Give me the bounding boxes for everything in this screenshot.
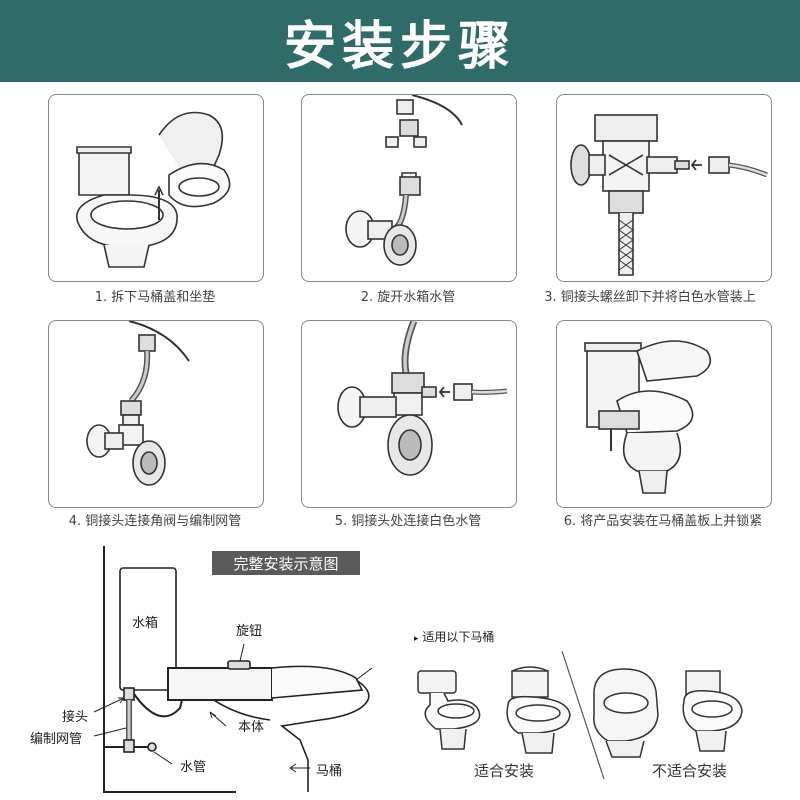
full-install-diagram <box>93 546 373 793</box>
label-water-pipe: 水管 <box>180 760 207 775</box>
step-4-caption: 4. 铜接头连接角阀与编制网管 <box>68 514 242 529</box>
mount-product-illustration <box>584 340 712 494</box>
step-1-caption: 1. 拆下马桶盖和坐垫 <box>94 290 216 305</box>
label-tank: 水箱 <box>132 616 159 631</box>
step-2-caption: 2. 旋开水箱水管 <box>360 290 456 305</box>
step-2-panel <box>301 94 517 282</box>
label-connector: 接头 <box>62 710 89 725</box>
step-6-panel <box>556 320 772 508</box>
step-3-panel <box>556 94 772 282</box>
label-knob: 旋钮 <box>236 624 263 639</box>
step-3-caption: 3. 铜接头螺丝卸下并将白色水管装上 <box>544 290 756 305</box>
arrow-right-icon: ▸ <box>414 634 419 644</box>
tank-hose-illustration <box>345 95 463 266</box>
label-braided-hose: 编制网管 <box>30 732 83 747</box>
step-6-caption: 6. 将产品安装在马桶盖板上并锁紧 <box>563 514 763 529</box>
step-1-panel <box>48 94 264 282</box>
label-toilet: 马桶 <box>316 764 343 779</box>
page-title: 安装步骤 <box>283 16 516 77</box>
copper-connector-illustration <box>570 114 768 276</box>
compat-heading-row: ▸ 适用以下马桶 <box>414 628 494 645</box>
diagram-title: 完整安装示意图 <box>212 551 360 575</box>
unsuitable-label: 不适合安装 <box>652 762 728 780</box>
compat-heading: 适用以下马桶 <box>422 630 495 644</box>
step-5-caption: 5. 铜接头处连接白色水管 <box>334 514 482 529</box>
white-hose-illustration <box>337 321 508 476</box>
label-body: 本体 <box>238 720 265 735</box>
suitable-label: 适合安装 <box>474 762 535 780</box>
toilet-types-illustration <box>417 650 743 780</box>
toilet-removal-illustration <box>76 111 231 268</box>
step-5-panel <box>301 320 517 508</box>
header-banner: 安装步骤 <box>0 0 800 82</box>
angle-valve-illustration <box>86 321 190 486</box>
step-4-panel <box>48 320 264 508</box>
